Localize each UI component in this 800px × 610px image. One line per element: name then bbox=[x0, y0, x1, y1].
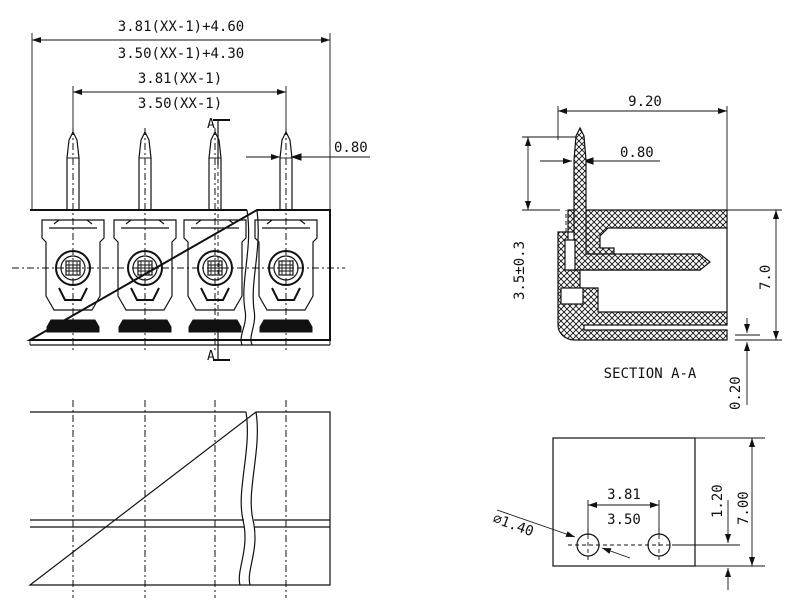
front-pin bbox=[279, 128, 293, 350]
front-view: 3.81(XX-1)+4.60 3.50(XX-1)+4.30 3.81(XX-… bbox=[12, 19, 370, 364]
front-pin bbox=[138, 128, 152, 350]
section-mark-bottom: A bbox=[207, 349, 215, 364]
front-pin bbox=[66, 128, 80, 350]
overall-width-dim-bottom: 3.50(XX-1)+4.30 bbox=[118, 46, 244, 62]
pcb-pitch-top: 3.81 bbox=[607, 487, 641, 503]
pcb-layout-view: 7.00 1.20 3.81 3.50 ⌀1.40 bbox=[491, 437, 765, 590]
section-height-dim: 7.0 bbox=[758, 265, 774, 290]
pin-width-dim: 0.80 bbox=[334, 140, 368, 156]
section-depth-dim: 9.20 bbox=[628, 94, 662, 110]
pitch-dim-bottom: 3.50(XX-1) bbox=[138, 96, 222, 112]
section-caption: SECTION A-A bbox=[604, 366, 697, 382]
pcb-pitch-bottom: 3.50 bbox=[607, 512, 641, 528]
pcb-height-dim: 7.00 bbox=[736, 491, 752, 525]
pin-length-dim: 3.5±0.3 bbox=[512, 241, 528, 300]
pcb-hole-offset-dim: 1.20 bbox=[710, 484, 726, 518]
section-base-gap-dim: 0.20 bbox=[728, 376, 744, 410]
overall-width-dim-top: 3.81(XX-1)+4.60 bbox=[118, 19, 244, 35]
section-mark-top: A bbox=[207, 117, 215, 132]
pitch-dim-top: 3.81(XX-1) bbox=[138, 71, 222, 87]
section-view: 9.20 0.80 3.5±0.3 7.0 0.20 SE bbox=[512, 94, 782, 410]
terminal-cell bbox=[183, 219, 247, 333]
bottom-view bbox=[28, 400, 331, 598]
front-pin bbox=[208, 128, 222, 350]
section-pin-width-dim: 0.80 bbox=[620, 145, 654, 161]
